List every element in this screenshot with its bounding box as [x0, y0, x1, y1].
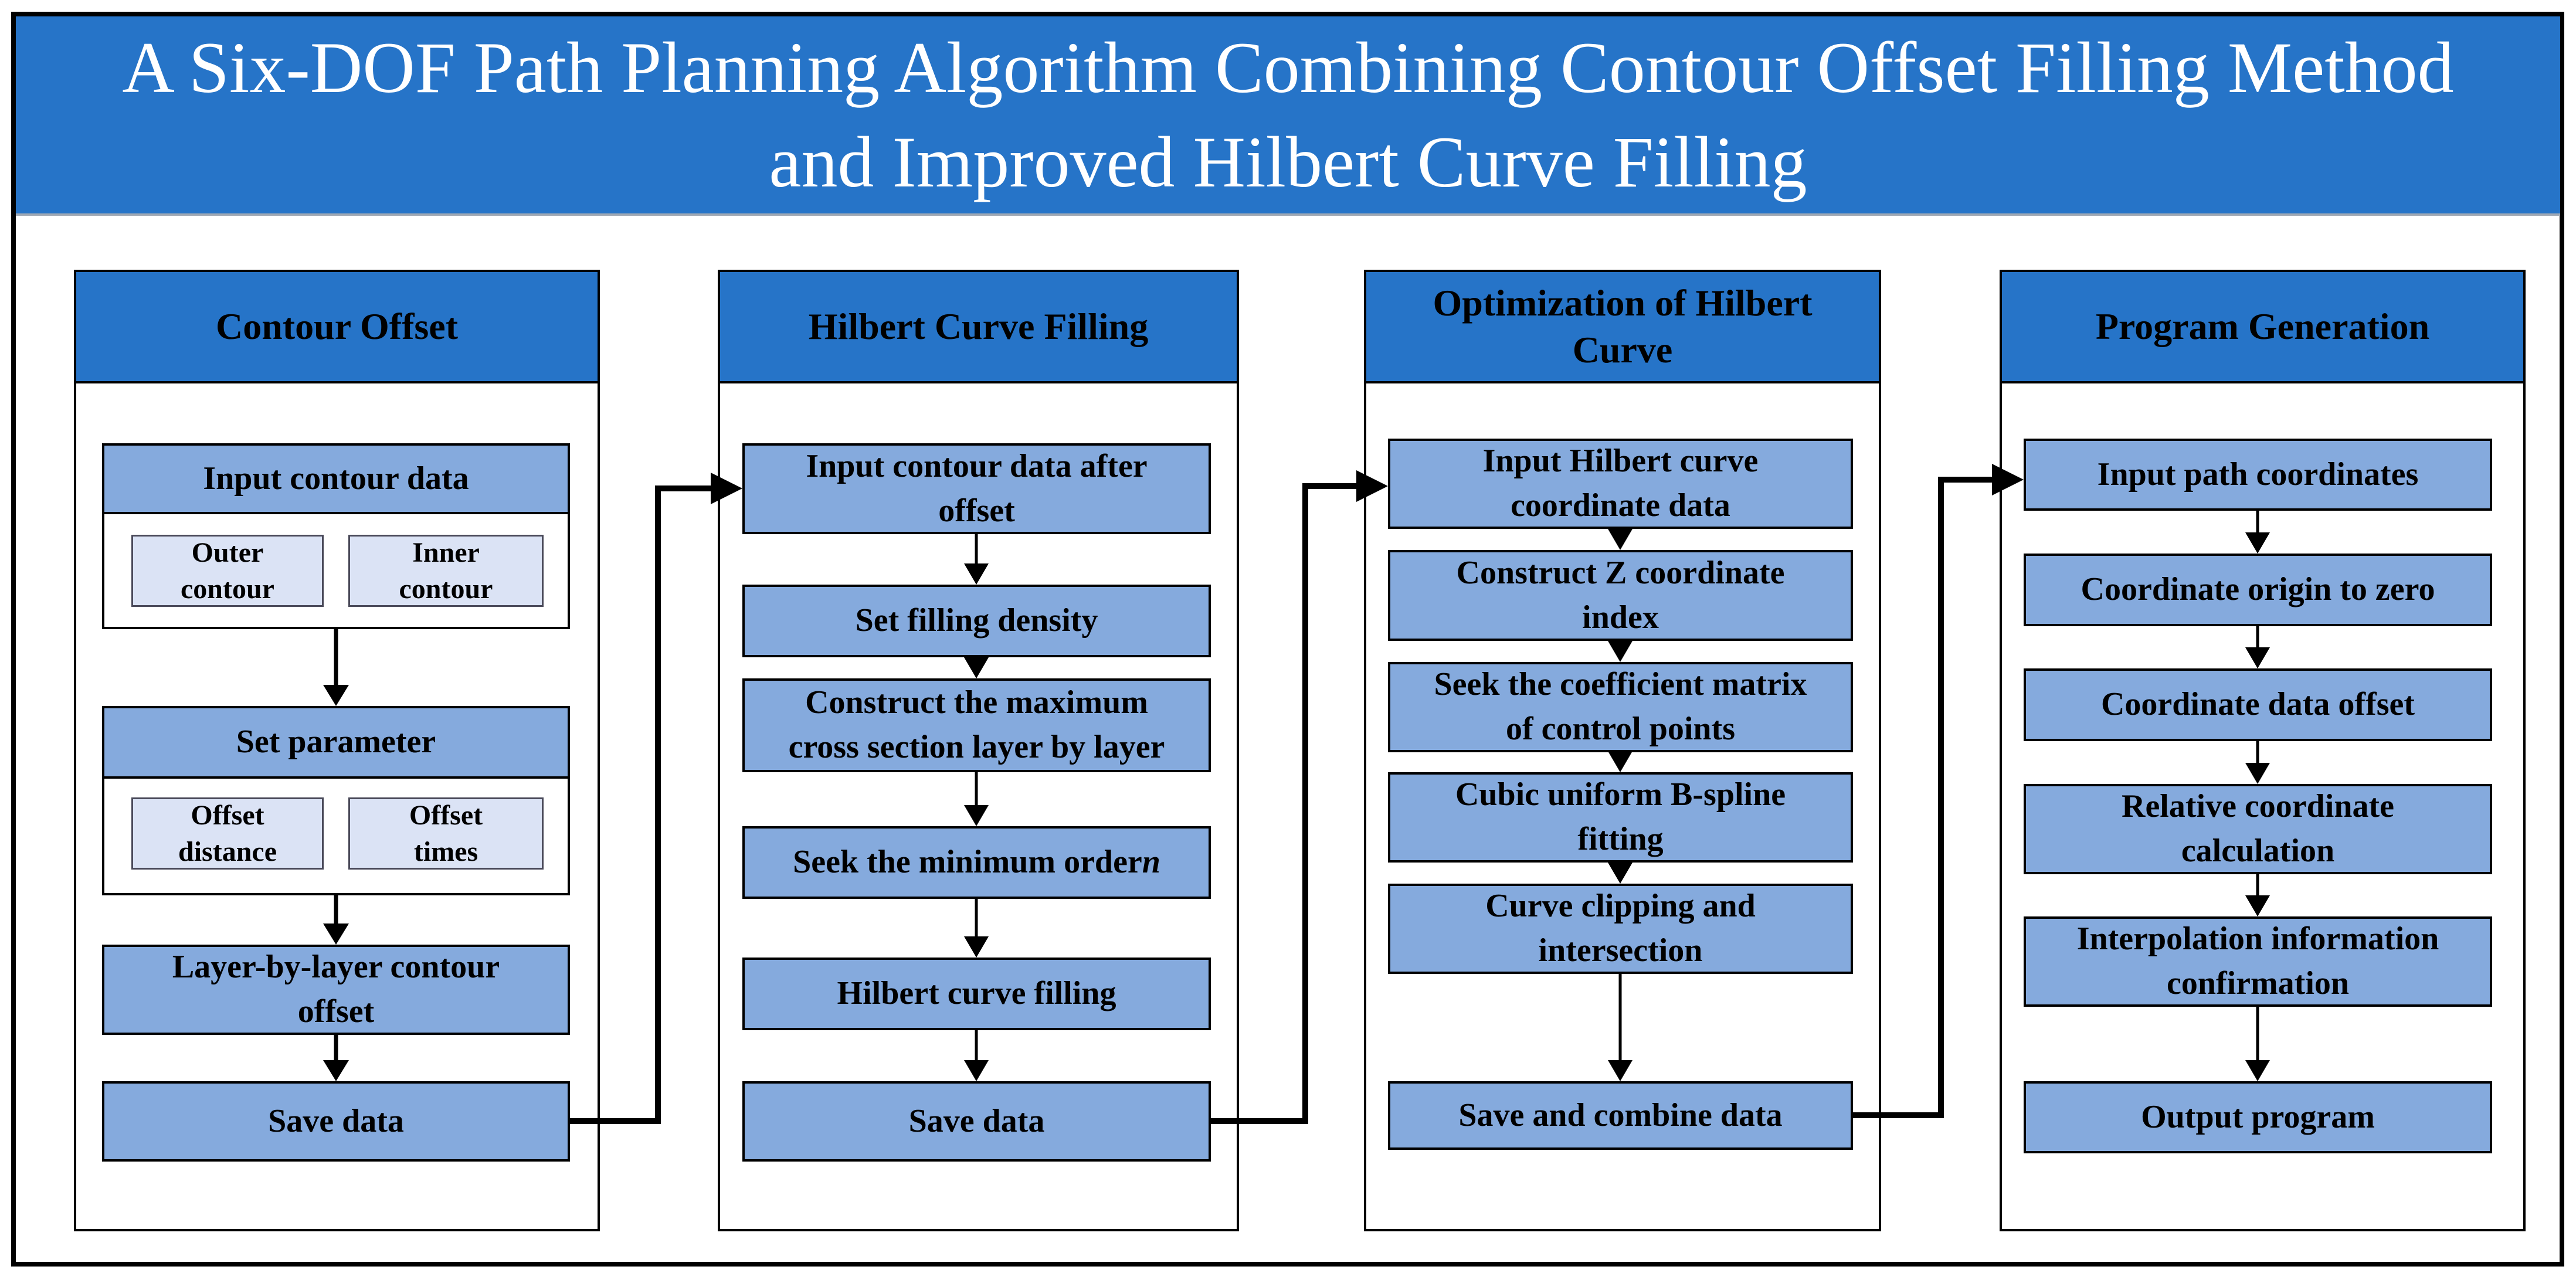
title-line-2: and Improved Hilbert Curve Filling	[769, 122, 1807, 202]
column-header-program-generation: Program Generation	[2002, 272, 2523, 383]
step-coordinate-origin-zero: Coordinate origin to zero	[2024, 554, 2492, 626]
step-seek-minimum-order: Seek the minimum order n	[742, 826, 1211, 899]
order-variable-n: n	[1142, 844, 1160, 881]
column-hilbert-curve-filling: Hilbert Curve Filling Input contour data…	[718, 270, 1239, 1231]
step-construct-z-index: Construct Z coordinate index	[1388, 550, 1853, 641]
step-set-parameter: Set parameter	[102, 706, 570, 779]
column-program-generation: Program Generation Input path coordinate…	[2000, 270, 2526, 1231]
column-header-contour-offset: Contour Offset	[76, 272, 598, 383]
step-interpolation-confirmation: Interpolation information confirmation	[2024, 916, 2492, 1007]
option-inner-contour: Inner contour	[348, 535, 544, 607]
step-construct-max-cross-section: Construct the maximum cross section laye…	[742, 678, 1211, 772]
step-input-path-coordinates: Input path coordinates	[2024, 439, 2492, 511]
step-set-filling-density: Set filling density	[742, 585, 1211, 657]
step-input-hilbert-coordinates: Input Hilbert curve coordinate data	[1388, 439, 1853, 529]
column-header-hilbert-filling: Hilbert Curve Filling	[720, 272, 1237, 383]
diagram-title-banner: A Six-DOF Path Planning Algorithm Combin…	[16, 16, 2560, 216]
step-save-data-2: Save data	[742, 1081, 1211, 1162]
step-save-and-combine-data: Save and combine data	[1388, 1081, 1853, 1150]
step-output-program: Output program	[2024, 1081, 2492, 1153]
step-input-contour-data: Input contour data	[102, 443, 570, 514]
step-seek-coefficient-matrix: Seek the coefficient matrix of control p…	[1388, 662, 1853, 752]
step-cubic-bspline-fitting: Cubic uniform B-spline fitting	[1388, 772, 1853, 863]
step-hilbert-curve-filling: Hilbert curve filling	[742, 958, 1211, 1030]
step-layer-by-layer-offset: Layer-by-layer contour offset	[102, 945, 570, 1035]
step-input-contour-after-offset: Input contour data after offset	[742, 443, 1211, 534]
panel-offset-parameters: Offset distance Offset times	[102, 779, 570, 895]
step-curve-clipping-intersection: Curve clipping and intersection	[1388, 884, 1853, 974]
column-optimization-hilbert-curve: Optimization of Hilbert Curve Input Hilb…	[1364, 270, 1881, 1231]
option-offset-distance: Offset distance	[131, 797, 324, 870]
column-contour-offset: Contour Offset Input contour data Outer …	[74, 270, 600, 1231]
option-offset-times: Offset times	[348, 797, 544, 870]
title-line-1: A Six-DOF Path Planning Algorithm Combin…	[122, 27, 2454, 108]
option-outer-contour: Outer contour	[131, 535, 324, 607]
step-coordinate-data-offset: Coordinate data offset	[2024, 668, 2492, 741]
step-relative-coordinate-calculation: Relative coordinate calculation	[2024, 784, 2492, 874]
seek-minimum-order-text: Seek the minimum order	[793, 844, 1142, 881]
panel-contour-types: Outer contour Inner contour	[102, 514, 570, 629]
step-save-data-1: Save data	[102, 1081, 570, 1162]
column-header-optimization: Optimization of Hilbert Curve	[1366, 272, 1879, 383]
